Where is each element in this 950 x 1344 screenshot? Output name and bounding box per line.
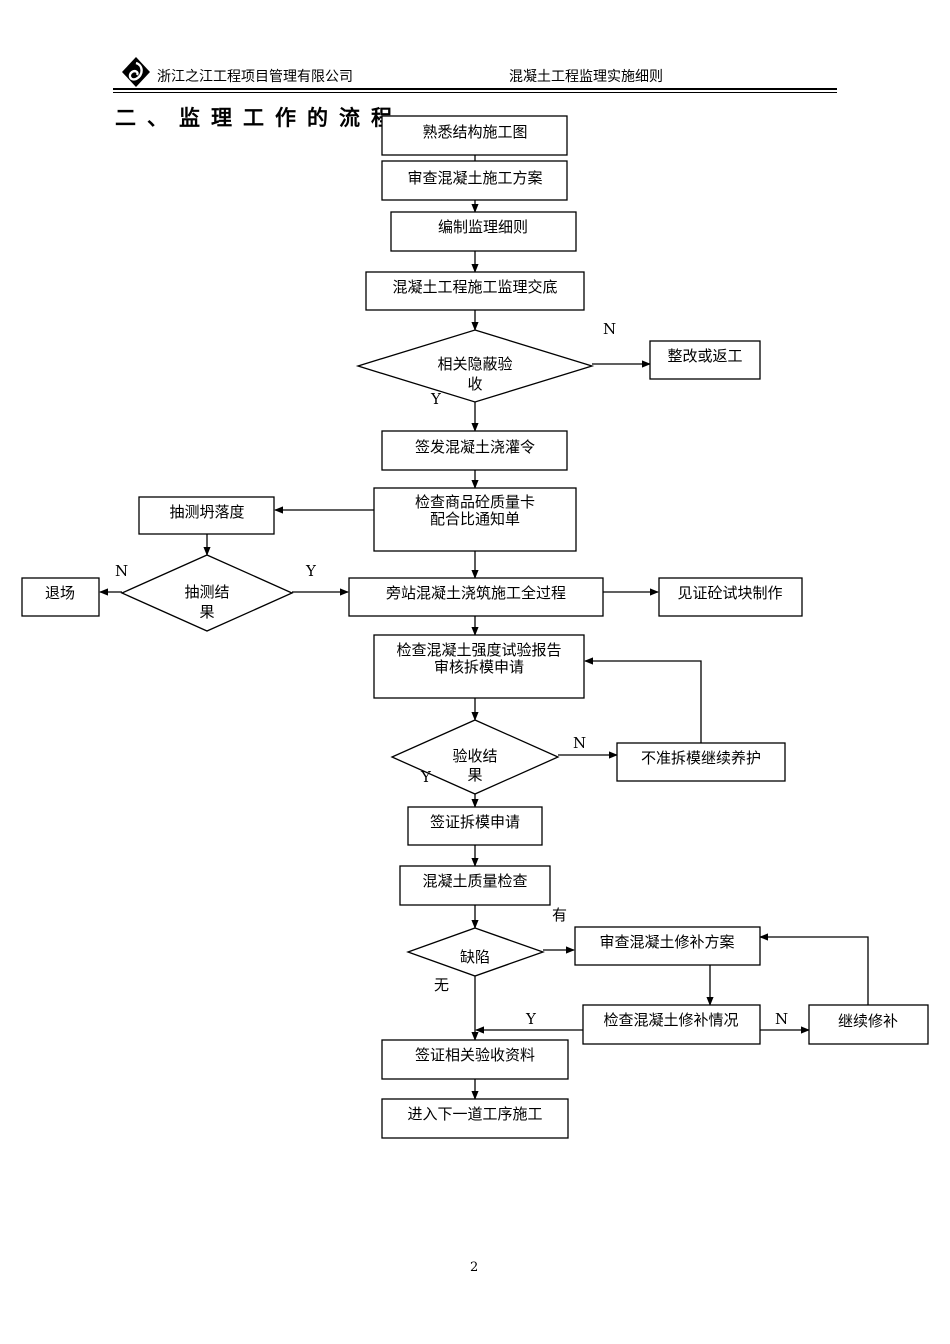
decision-d1: 相关隐蔽验 收 (355, 329, 595, 403)
edge-r3-n8 (584, 657, 702, 743)
node-l2: 退场 (21, 577, 100, 617)
decision-d2-label-line1: 抽测结 (184, 583, 229, 601)
node-r6-label: 继续修补 (838, 1012, 898, 1030)
node-n7: 旁站混凝土浇筑施工全过程 (348, 577, 604, 617)
edge-label-r5-no: N (775, 1010, 788, 1028)
edge-label-d1-no: N (603, 320, 616, 338)
node-r3-label: 不准拆模继续养护 (641, 749, 761, 767)
node-n9: 签证拆模申请 (407, 806, 543, 846)
node-r1: 整改或返工 (649, 340, 761, 380)
node-r3: 不准拆模继续养护 (616, 742, 786, 782)
node-n6: 检查商品砼质量卡 配合比通知单 (373, 487, 577, 552)
node-n4-label: 混凝土工程施工监理交底 (392, 278, 557, 296)
node-n1: 熟悉结构施工图 (381, 115, 568, 156)
node-r2-label: 见证砼试块制作 (677, 584, 782, 602)
header-company-name: 浙江之江工程项目管理有限公司 (157, 69, 353, 85)
node-r4: 审查混凝土修补方案 (574, 926, 761, 966)
edge-label-d3-no: N (573, 734, 586, 752)
node-n7-label: 旁站混凝土浇筑施工全过程 (386, 584, 566, 602)
decision-d1-label-line1: 相关隐蔽验 (437, 355, 512, 373)
decision-d4-label: 缺陷 (460, 948, 490, 966)
node-n11-label: 签证相关验收资料 (415, 1046, 535, 1064)
decision-d2-label-line2: 果 (199, 603, 214, 621)
company-logo (122, 57, 150, 87)
edge-label-d3-yes: Y (420, 768, 432, 786)
edge-r6-r4 (759, 933, 869, 1005)
node-n4: 混凝土工程施工监理交底 (365, 271, 585, 311)
node-n9-label: 签证拆模申请 (430, 813, 520, 831)
node-n12: 进入下一道工序施工 (381, 1098, 569, 1139)
flow-edges (99, 155, 869, 1100)
edge-label-d4-has: 有 (552, 906, 567, 924)
decision-d4: 缺陷 (406, 927, 545, 977)
node-n1-label: 熟悉结构施工图 (422, 123, 527, 141)
node-n2-label: 审查混凝土施工方案 (407, 169, 542, 187)
node-n10-label: 混凝土质量检查 (422, 872, 527, 890)
decision-d3-label-line2: 果 (467, 766, 482, 784)
edge-label-d4-none: 无 (434, 976, 449, 994)
node-r5: 检查混凝土修补情况 (582, 1004, 761, 1045)
header-rule-thick (113, 88, 837, 90)
node-n3-label: 编制监理细则 (438, 218, 528, 236)
header-document-title: 混凝土工程监理实施细则 (509, 69, 663, 85)
decision-d1-label-line2: 收 (467, 375, 482, 393)
node-r2: 见证砼试块制作 (658, 577, 803, 617)
node-n2: 审查混凝土施工方案 (381, 160, 568, 201)
node-n6-label-line2: 配合比通知单 (430, 510, 520, 528)
edge-label-r5-yes: Y (525, 1010, 537, 1028)
node-r5-label: 检查混凝土修补情况 (603, 1011, 738, 1029)
node-n8: 检查混凝土强度试验报告 审核拆模申请 (373, 634, 585, 699)
node-n5: 签发混凝土浇灌令 (381, 430, 568, 471)
node-n5-label: 签发混凝土浇灌令 (415, 438, 535, 456)
node-l2-label: 退场 (45, 584, 75, 602)
edge-label-d2-yes: Y (305, 562, 317, 580)
decision-d3: 验收结 果 (390, 719, 560, 795)
section-title: 二、监理工作的流程 (115, 106, 403, 130)
page-number: 2 (470, 1260, 479, 1275)
decision-d3-label-line1: 验收结 (452, 747, 497, 765)
node-n3: 编制监理细则 (390, 211, 577, 252)
node-n11: 签证相关验收资料 (381, 1039, 569, 1080)
edge-label-d1-yes: Y (430, 390, 442, 408)
node-r4-label: 审查混凝土修补方案 (599, 933, 734, 951)
edge-label-d2-no: N (115, 562, 128, 580)
node-r6: 继续修补 (808, 1004, 929, 1045)
decision-d2: 抽测结 果 (120, 554, 294, 632)
node-n8-label-line2: 审核拆模申请 (434, 658, 524, 676)
node-n12-label: 进入下一道工序施工 (407, 1105, 542, 1123)
node-n8-label-line1: 检查混凝土强度试验报告 (396, 641, 561, 659)
node-n10: 混凝土质量检查 (399, 865, 551, 906)
node-n6-label-line1: 检查商品砼质量卡 (415, 493, 535, 511)
header-rule-thin (113, 92, 837, 93)
node-r1-label: 整改或返工 (667, 347, 742, 365)
node-l1-label: 抽测坍落度 (169, 503, 244, 521)
node-l1: 抽测坍落度 (138, 496, 275, 535)
